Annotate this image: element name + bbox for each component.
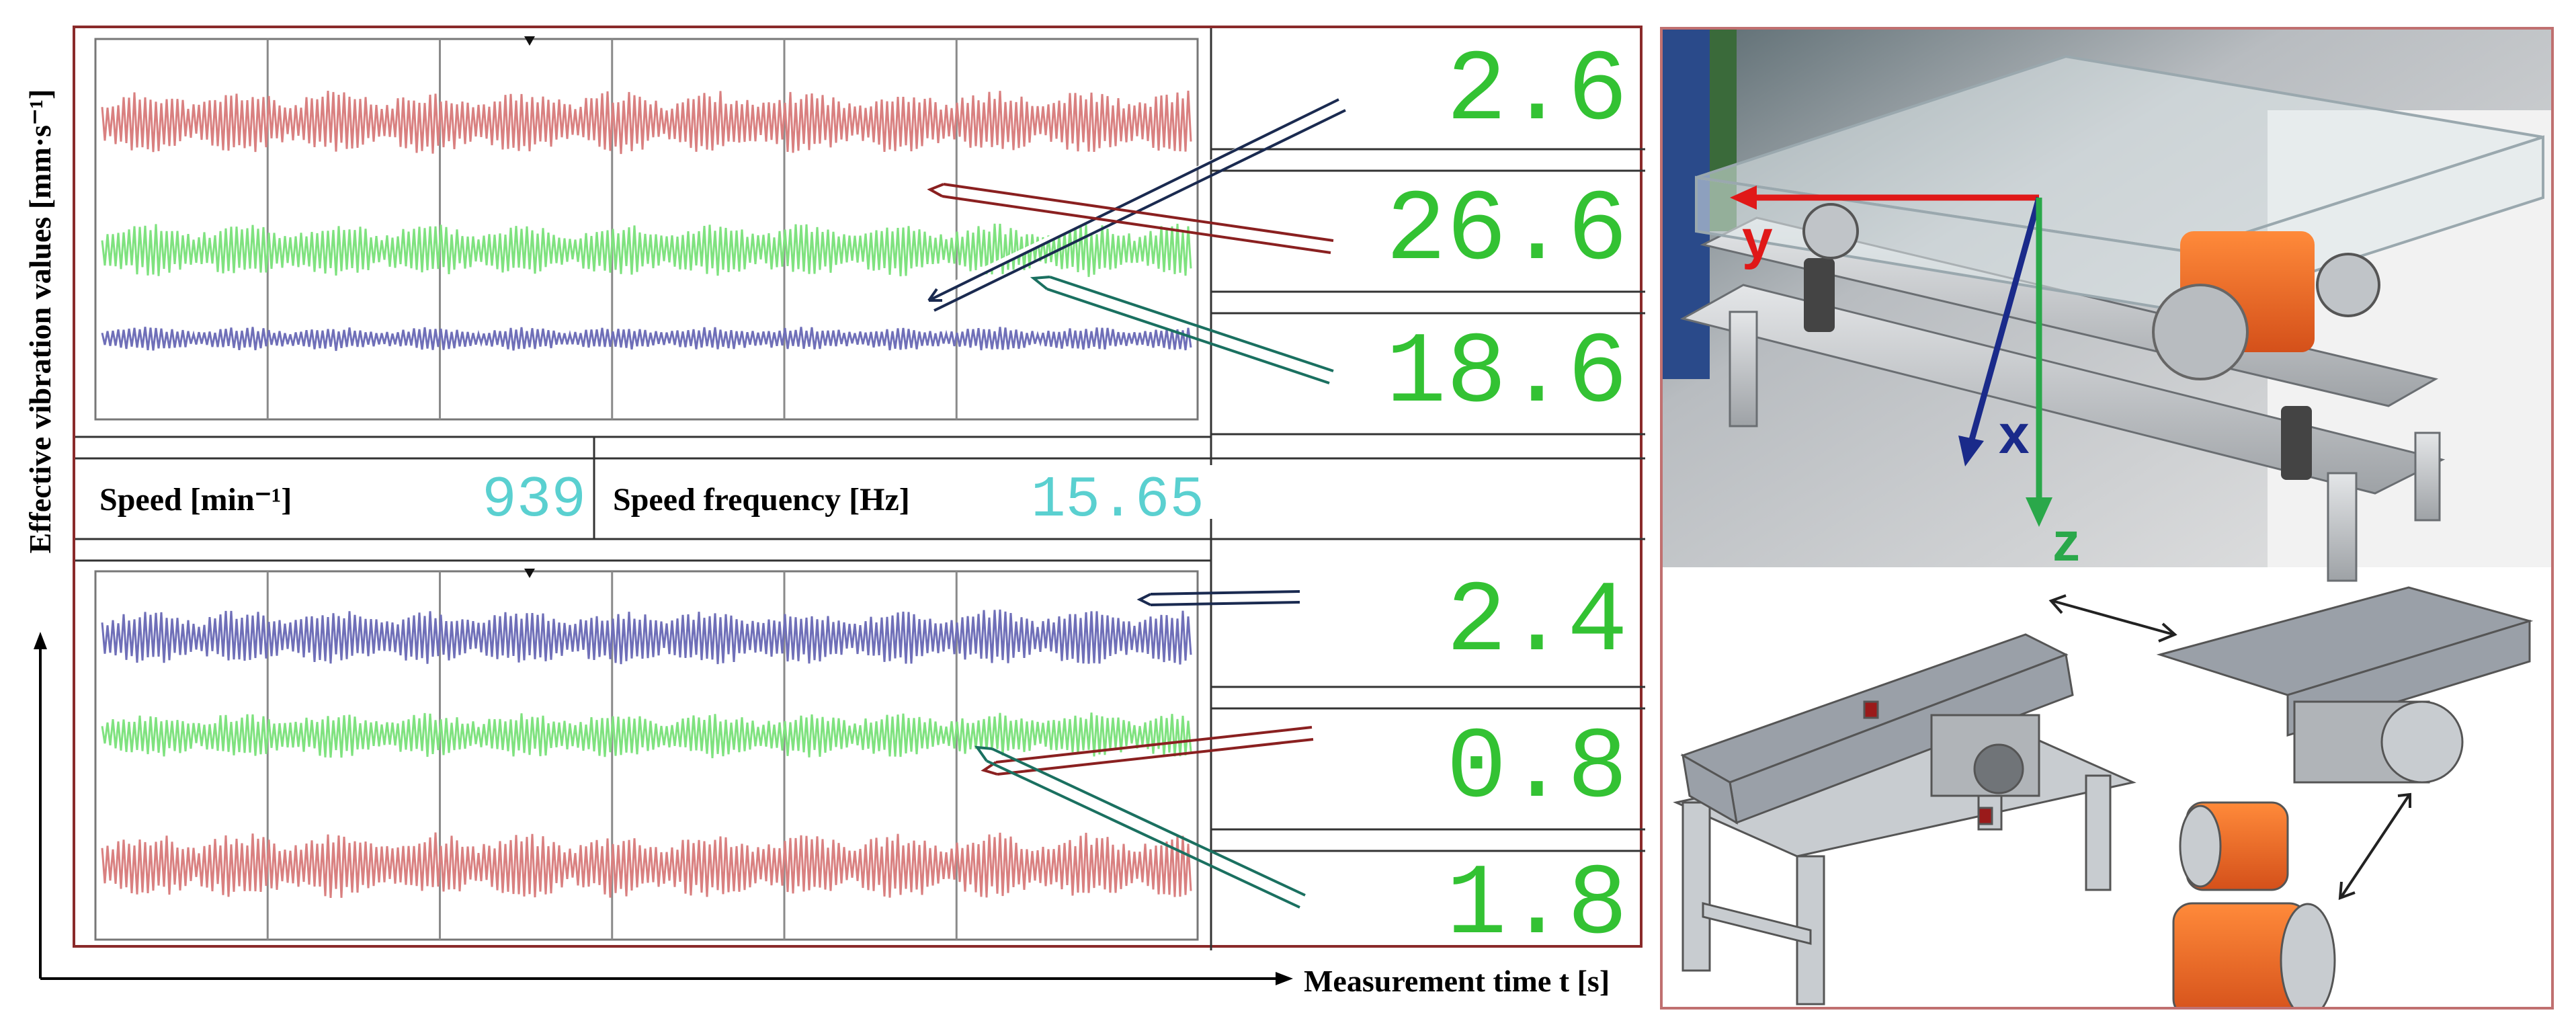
readout-top-2: 26.6 — [1385, 175, 1628, 289]
cad-double-arrows — [2048, 594, 2411, 900]
arrow-readout6 — [974, 745, 1306, 909]
readout-bottom-2: 0.8 — [1446, 712, 1628, 827]
device-illustrations: y x z — [1663, 30, 2551, 1007]
readout-top-3: 18.6 — [1385, 317, 1628, 432]
top-signal-red — [101, 90, 1192, 155]
bottom-plot-marker — [524, 569, 535, 578]
bottom-plot-frame — [94, 570, 1199, 941]
arrow-readout2 — [927, 183, 1334, 254]
speed-label: Speed [min⁻¹] — [99, 482, 292, 518]
signal-graphics — [75, 28, 1645, 950]
photo-axis-z: z — [2052, 511, 2080, 573]
cad-assembly — [1673, 586, 2534, 1007]
arrow-readout1 — [927, 98, 1346, 312]
arrow-readout5 — [981, 726, 1314, 776]
top-signal-blue — [101, 327, 1192, 352]
x-axis-label: Measurement time t [s] — [1304, 964, 1610, 998]
readout-bottom-1: 2.4 — [1446, 566, 1628, 680]
bottom-signal-red — [101, 832, 1192, 898]
photo-axis-y: y — [1742, 209, 1773, 270]
arrow-readout4 — [1136, 590, 1300, 606]
top-plot-frame — [94, 38, 1199, 421]
photo-motor — [2152, 231, 2315, 380]
device-illustration-panel: y x z — [1660, 27, 2554, 1010]
device-photo — [1663, 30, 2551, 582]
photo-axis-x: x — [1999, 404, 2030, 465]
bottom-signal-blue — [101, 609, 1192, 665]
top-signal-green — [101, 223, 1192, 278]
measurement-panel: 2.6 26.6 18.6 Speed [min⁻¹] 939 Speed fr… — [73, 26, 1645, 950]
speed-frequency-label: Speed frequency [Hz] — [613, 482, 910, 518]
speed-value: 939 — [482, 467, 586, 533]
bottom-signal-green — [101, 712, 1192, 759]
readout-bottom-3: 1.8 — [1446, 852, 1628, 950]
speed-frequency-value: 15.65 — [1030, 467, 1204, 533]
arrow-readout3 — [1030, 276, 1334, 384]
top-plot-marker — [524, 36, 535, 46]
readout-top-1: 2.6 — [1446, 35, 1628, 149]
